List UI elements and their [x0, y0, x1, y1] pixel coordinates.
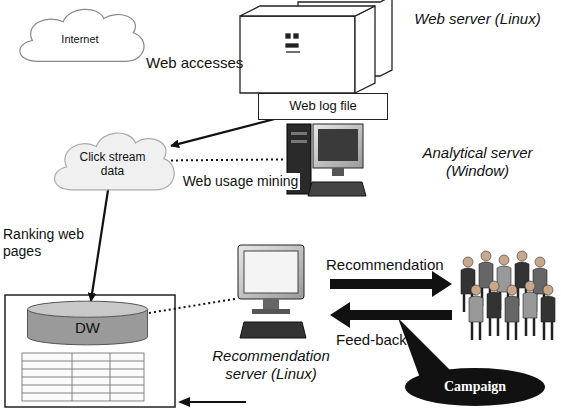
diagram-label: Ranking web pages	[3, 226, 89, 260]
flow-arrow	[91, 188, 108, 301]
feedback-arrow	[330, 302, 452, 328]
ranking-table	[22, 353, 144, 401]
dw-cylinder: DW	[25, 300, 150, 346]
campaign-ellipse: Campaign	[405, 368, 545, 406]
node-text: Click stream data	[79, 151, 146, 179]
node-text: DW	[75, 319, 100, 336]
log-file-box: Web log file	[258, 93, 388, 120]
diagram-label: Web server (Linux)	[405, 10, 550, 28]
clickstream-cloud: Click stream data	[45, 125, 180, 197]
customer-group	[461, 251, 555, 340]
data-warehouse-frame	[5, 295, 175, 407]
node-text: Recommendation server (Linux)	[194, 347, 348, 383]
node-text: Analytical server (Window)	[405, 144, 550, 180]
flow-arrow	[171, 119, 275, 146]
diagram-label: Web accesses	[146, 54, 258, 72]
recommendation-arrow	[330, 271, 452, 297]
node-text: Campaign	[444, 379, 506, 395]
return-arrow	[178, 397, 246, 407]
web-server-symbol	[240, 0, 392, 93]
diagram-label: Recommendation	[326, 256, 452, 274]
node-text: Web log file	[289, 99, 357, 114]
edge-label: Web usage mining	[181, 173, 301, 190]
diagram-label: Feed-back	[336, 331, 436, 349]
recommendation-computer	[238, 245, 306, 338]
node-text: Internet	[61, 33, 98, 46]
recommendation-server: Recommendation server (Linux)	[236, 243, 306, 343]
dotted-connector	[171, 159, 286, 160]
internet-cloud: Internet	[10, 2, 150, 68]
dotted-connector	[149, 299, 237, 313]
